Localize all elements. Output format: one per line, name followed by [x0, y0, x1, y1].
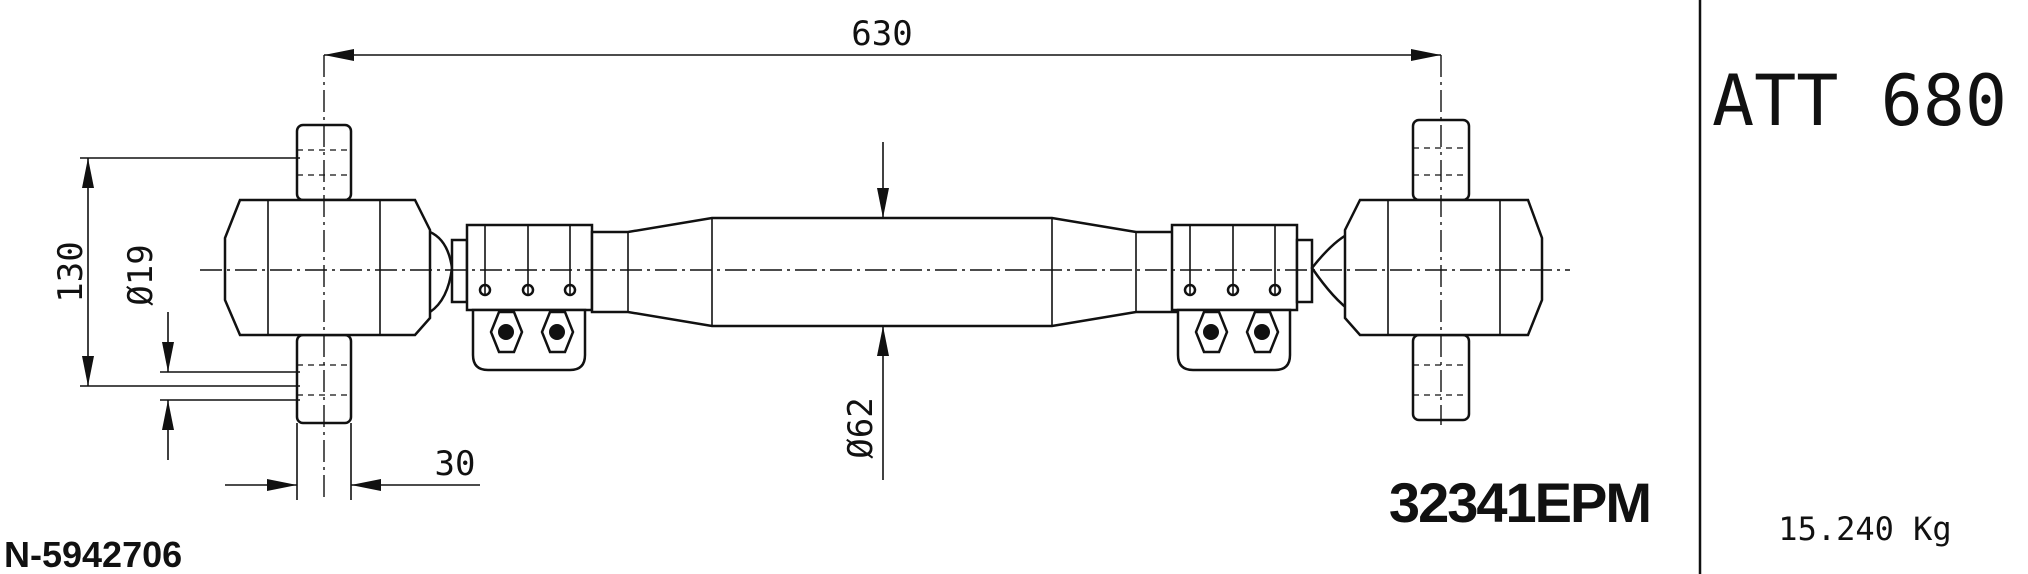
reference-number: N-5942706 [4, 534, 182, 574]
dimension-height: 130 [51, 241, 91, 302]
dimension-pin-width: 30 [435, 444, 476, 484]
dimension-lines [80, 49, 1441, 500]
central-tube [590, 216, 1182, 328]
center-lines [200, 55, 1570, 500]
model-name: ATT 680 [1712, 60, 2007, 142]
dimension-overall-length: 630 [851, 14, 912, 54]
weight-label: 15.240 Kg [1778, 510, 1951, 548]
left-clamp [465, 223, 594, 372]
part-code: 32341EPM [1389, 471, 1650, 534]
dimension-pin-diameter: Ø19 [121, 244, 161, 305]
left-ball-joint [223, 123, 469, 425]
right-clamp [1170, 223, 1299, 372]
dimension-tube-diameter: Ø62 [841, 397, 881, 458]
